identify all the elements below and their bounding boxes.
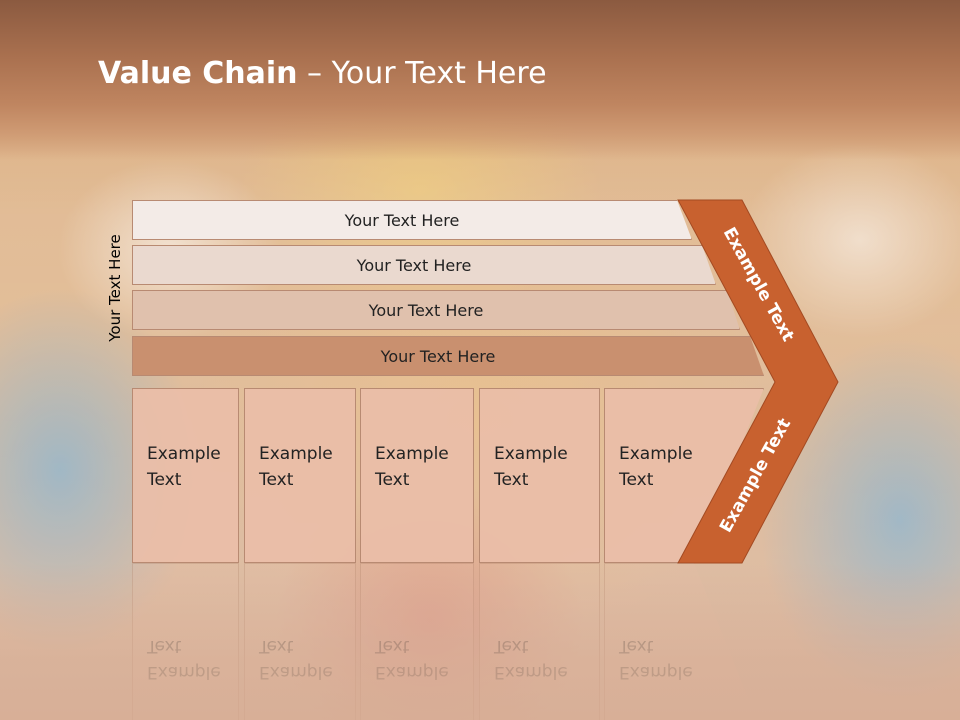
bar-2-label: Your Text Here <box>356 255 472 275</box>
bar-2: Your Text Here <box>132 245 716 285</box>
bar-1-label: Your Text Here <box>344 210 460 230</box>
bar-4: Your Text Here <box>132 336 764 376</box>
column-4-line2: Text <box>494 470 529 490</box>
bar-4-label: Your Text Here <box>380 346 496 366</box>
slide-title: Value Chain – Your Text Here <box>98 54 547 94</box>
column-4: Example Text <box>479 388 600 563</box>
reflection-fade <box>0 563 960 720</box>
bar-3-label: Your Text Here <box>368 300 484 320</box>
chevron-shape <box>677 199 839 564</box>
column-1-line2: Text <box>147 470 182 490</box>
bar-1: Your Text Here <box>132 200 692 240</box>
column-2-line1: Example <box>259 444 333 464</box>
column-3-line2: Text <box>375 470 410 490</box>
title-band <box>0 0 960 160</box>
column-2-line2: Text <box>259 470 294 490</box>
column-3-line1: Example <box>375 444 449 464</box>
column-5-line1: Example <box>619 444 693 464</box>
column-1-line1: Example <box>147 444 221 464</box>
title-rest: – Your Text Here <box>297 56 547 91</box>
column-4-line1: Example <box>494 444 568 464</box>
title-bold: Value Chain <box>98 56 298 91</box>
column-2: Example Text <box>244 388 356 563</box>
column-5-line2: Text <box>619 470 654 490</box>
bar-3: Your Text Here <box>132 290 740 330</box>
column-1: Example Text <box>132 388 239 563</box>
column-3: Example Text <box>360 388 474 563</box>
